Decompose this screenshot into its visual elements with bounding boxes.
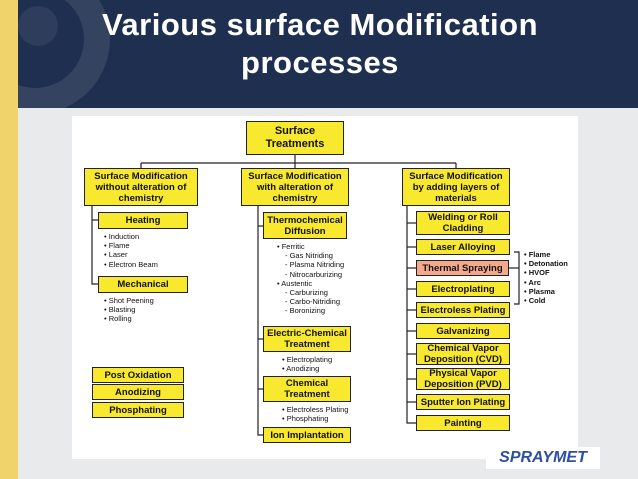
laser-alloying-node: Laser Alloying [416, 239, 510, 255]
list-item: • Electroplating [282, 355, 333, 364]
electric-chemical-node: Electric-Chemical Treatment [263, 326, 351, 352]
slide-title: Various surface Modification processes [40, 6, 600, 82]
list-item: • Arc [524, 277, 541, 287]
list-item: • Electron Beam [104, 259, 158, 269]
list-item: • Flame [104, 241, 130, 251]
pvd-node: Physical Vapor Deposition (PVD) [416, 368, 510, 390]
spraymet-logo: SPRAYMET [486, 447, 600, 469]
cvd-node: Chemical Vapor Deposition (CVD) [416, 343, 510, 365]
list-item: • Blasting [104, 305, 136, 315]
list-item: • Induction [104, 232, 140, 241]
gear-hub-icon [18, 6, 58, 46]
painting-node: Painting [416, 415, 510, 431]
col3-header: Surface Modification by adding layers of… [402, 168, 510, 206]
title-line-1: Various surface Modification [101, 7, 539, 42]
list-item: - Carburizing [285, 288, 328, 298]
col1-header: Surface Modification without alteration … [84, 168, 198, 206]
gear-icon [0, 0, 110, 108]
thermal-spraying-node: Thermal Spraying [416, 260, 509, 276]
thermochemical-list: • Ferritic - Gas Nitriding - Plasma Nitr… [277, 242, 362, 316]
list-item: • Anodizing [282, 364, 320, 374]
ion-implantation-node: Ion Implantation [263, 427, 351, 443]
list-item: • Laser [104, 250, 128, 260]
mechanical-list: • Shot Peening • Blasting • Rolling [104, 296, 199, 324]
list-item: - Carbo-Nitriding [285, 297, 341, 307]
heating-node: Heating [98, 212, 188, 229]
thermochemical-node: Thermochemical Diffusion [263, 212, 347, 239]
col2-header: Surface Modification with alteration of … [241, 168, 349, 206]
list-item: • Ferritic [277, 242, 305, 251]
heating-list: • Induction • Flame • Laser • Electron B… [104, 232, 199, 269]
list-item: • Shot Peening [104, 296, 154, 305]
list-item: • Detonation [524, 259, 568, 269]
electroless-plating-node: Electroless Plating [416, 302, 510, 318]
list-item: - Boronizing [285, 306, 326, 316]
phosphating-node: Phosphating [92, 402, 184, 418]
list-item: • Cold [524, 296, 546, 306]
list-item: - Plasma Nitriding [285, 260, 345, 270]
post-oxidation-node: Post Oxidation [92, 367, 184, 383]
electric-chemical-list: • Electroplating • Anodizing [282, 355, 362, 373]
chemical-treatment-node: Chemical Treatment [263, 376, 351, 402]
list-item: - Nitrocarburizing [285, 269, 343, 279]
list-item: • Rolling [104, 314, 132, 324]
list-item: • Flame [524, 250, 551, 259]
chemical-treatment-list: • Electroless Plating • Phosphating [282, 405, 367, 423]
galvanizing-node: Galvanizing [416, 323, 510, 339]
electroplating-node: Electroplating [416, 281, 510, 297]
accent-strip [0, 0, 18, 479]
title-line-2: processes [241, 45, 399, 80]
list-item: - Gas Nitriding [285, 251, 333, 261]
slide-header: Various surface Modification processes [0, 0, 638, 108]
list-item: • HVOF [524, 268, 550, 278]
list-item: • Plasma [524, 286, 555, 296]
sputter-ion-plating-node: Sputter Ion Plating [416, 394, 510, 410]
root-node-surface-treatments: Surface Treatments [246, 121, 344, 155]
anodizing-node: Anodizing [92, 384, 184, 400]
list-item: • Austentic [277, 278, 313, 288]
list-item: • Phosphating [282, 414, 329, 424]
thermal-spray-list: • Flame • Detonation • HVOF • Arc • Plas… [524, 250, 580, 305]
welding-roll-cladding-node: Welding or Roll Cladding [416, 211, 510, 235]
mechanical-node: Mechanical [98, 276, 188, 293]
list-item: • Electroless Plating [282, 405, 349, 414]
